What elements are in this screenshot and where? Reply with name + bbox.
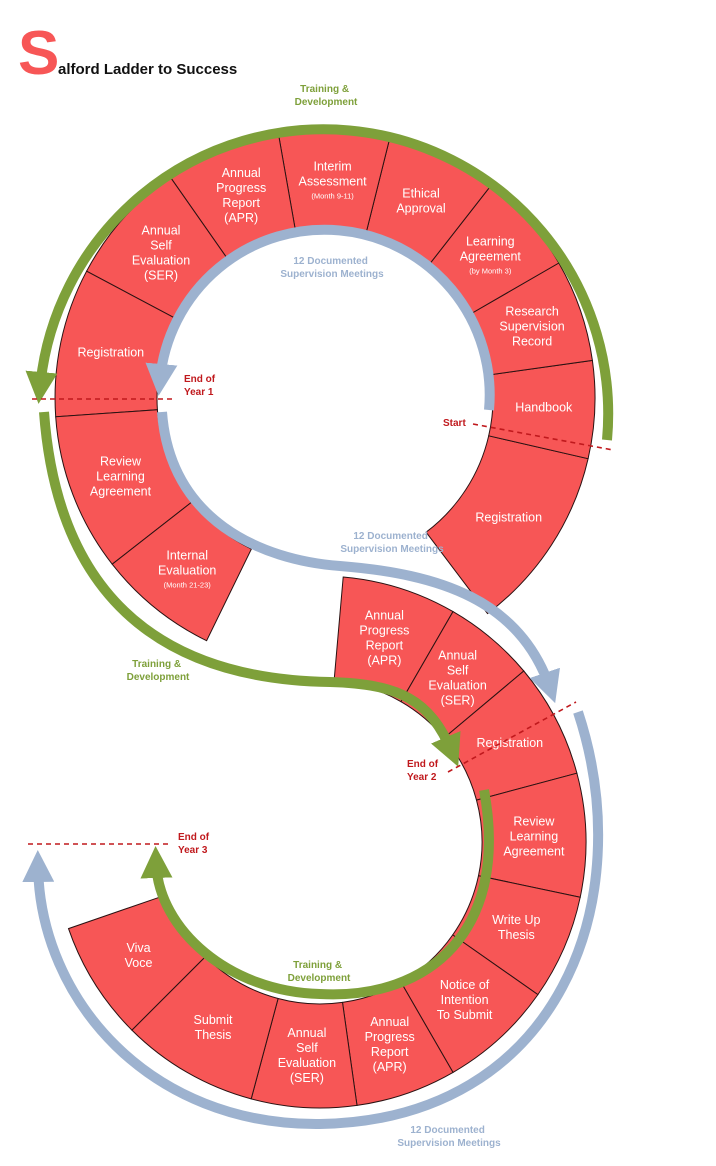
- segment-label-1: Handbook: [515, 401, 573, 415]
- start-label: Start: [443, 418, 466, 429]
- supervision-arrow-year-1: [145, 224, 495, 411]
- training-label-1: Training & Development: [295, 84, 358, 108]
- training-label-2: Training & Development: [127, 659, 190, 683]
- year-2-boundary-line: [447, 701, 577, 773]
- training-arrow-year-3: [140, 789, 494, 1000]
- training-arrow-year-1: [25, 124, 614, 441]
- segment-0: [425, 435, 589, 615]
- supervision-arrows: [22, 224, 604, 1130]
- year-boundaries: [28, 398, 614, 845]
- title-rest: alford Ladder to Success: [58, 61, 237, 78]
- supervision-label-3: 12 Documented Supervision Meetings: [397, 1125, 501, 1149]
- supervision-arrow-year-3: [22, 710, 604, 1130]
- start-boundary-line: [472, 423, 614, 451]
- segment-label-8: Registration: [77, 346, 144, 360]
- page-title: S alford Ladder to Success: [18, 19, 237, 88]
- training-arrows: [25, 124, 614, 1000]
- supervision-label-2: 12 Documented Supervision Meetings: [340, 531, 444, 555]
- title-initial: S: [18, 19, 59, 88]
- training-arrow-year-2: [39, 411, 461, 767]
- segment-label-0: Registration: [475, 510, 542, 524]
- segment-label-13: Registration: [476, 736, 543, 750]
- supervision-label-1: 12 Documented Supervision Meetings: [280, 256, 384, 280]
- end-of-year-3-label: End of Year 3: [178, 832, 212, 856]
- end-of-year-2-label: End of Year 2: [407, 759, 441, 783]
- supervision-arrow-year-2: [157, 411, 560, 704]
- training-label-3: Training & Development: [288, 960, 351, 984]
- end-of-year-1-label: End of Year 1: [184, 374, 218, 398]
